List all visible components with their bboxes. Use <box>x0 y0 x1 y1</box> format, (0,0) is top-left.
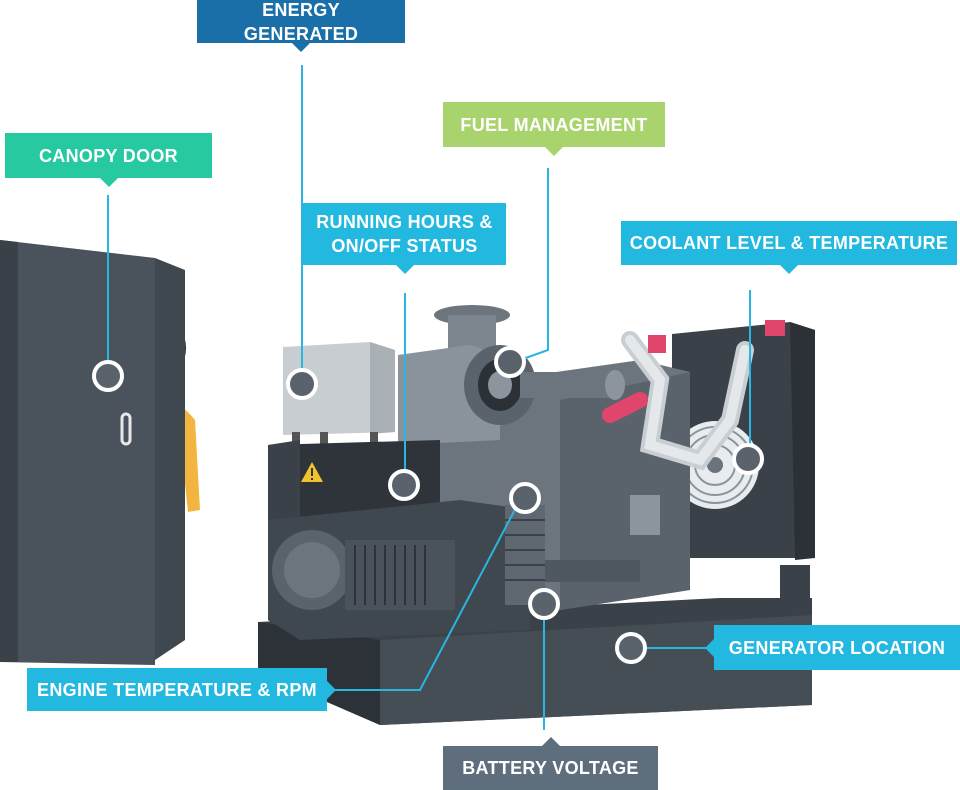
radiator <box>671 320 815 560</box>
marker-coolant <box>732 443 764 475</box>
canopy-door-label: CANOPY DOOR <box>5 133 212 187</box>
battery-voltage-label: BATTERY VOLTAGE <box>443 737 658 790</box>
marker-dots <box>92 346 764 664</box>
marker-running-hours <box>388 469 420 501</box>
marker-fuel-management <box>494 346 526 378</box>
engine-temperature-label: ENGINE TEMPERATURE & RPM <box>27 668 336 711</box>
fuel-management-label: FUEL MANAGEMENT <box>443 102 665 156</box>
marker-canopy-door <box>92 360 124 392</box>
coolant-hoses <box>602 331 754 471</box>
connector-lines <box>107 65 751 730</box>
coolant-label: COOLANT LEVEL & TEMPERATURE <box>621 221 957 274</box>
marker-engine-temperature <box>509 482 541 514</box>
marker-generator-location <box>615 632 647 664</box>
control-box <box>283 342 395 444</box>
generator-location-label: GENERATOR LOCATION <box>705 625 960 670</box>
warning-triangle-icon <box>301 462 323 482</box>
energy-generated-label: ENERGY GENERATED <box>197 0 405 52</box>
running-hours-label: RUNNING HOURS & ON/OFF STATUS <box>303 203 506 274</box>
marker-battery-voltage <box>528 588 560 620</box>
canopy-door <box>0 240 185 665</box>
marker-energy-generated <box>286 368 318 400</box>
